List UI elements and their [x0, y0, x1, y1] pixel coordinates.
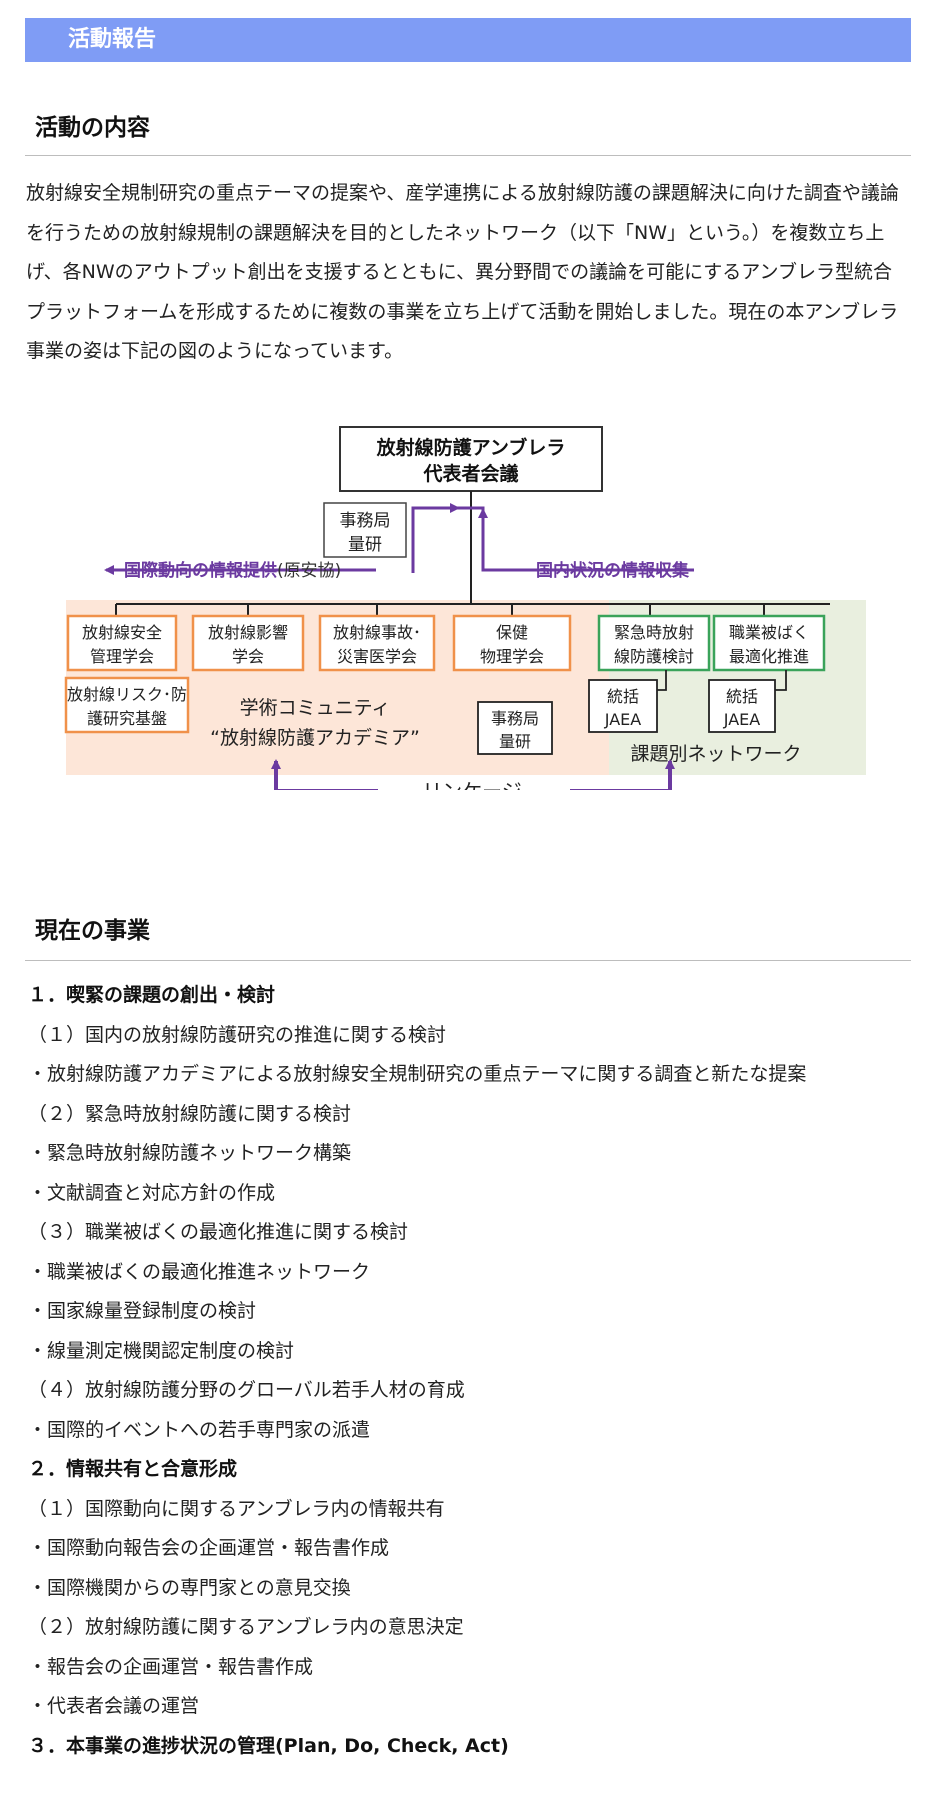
project-item: ・国際機関からの専門家との意見交換 [28, 1576, 351, 1599]
intro-paragraph: 放射線安全規制研究の重点テーマの提案や、産学連携による放射線防護の課題解決に向け… [26, 182, 899, 362]
project-item: （２）緊急時放射線防護に関する検討 [28, 1102, 352, 1125]
project-item: ・緊急時放射線防護ネットワーク構築 [28, 1142, 352, 1164]
jaea-box-1 [588, 679, 658, 733]
academy-label-line2: “放射線防護アカデミア” [210, 727, 420, 749]
svg-text:管理学会: 管理学会 [90, 647, 154, 666]
project-heading: ２．情報共有と合意形成 [28, 1458, 238, 1480]
jaea-box-2 [708, 679, 776, 733]
svg-text:放射線リスク･防: 放射線リスク･防 [67, 685, 187, 704]
project-item: ・放射線防護アカデミアによる放射線安全規制研究の重点テーマに関する調査と新たな提… [28, 1063, 807, 1085]
project-heading: ３．本事業の進捗状況の管理(Plan, Do, Check, Act) [28, 1734, 509, 1757]
project-item: （２）放射線防護に関するアンブレラ内の意思決定 [28, 1616, 464, 1638]
left-arrow-label: 国際動向の情報提供(原安協) [124, 560, 341, 581]
project-item: （１）国内の放射線防護研究の推進に関する検討 [28, 1023, 447, 1046]
umbrella-structure-diagram: 放射線防護アンブレラ 代表者会議 事務局 量研 国際動向の情報提供(原安協) 国… [64, 426, 866, 790]
project-list: １．喫緊の課題の創出・検討 （１）国内の放射線防護研究の推進に関する検討・放射線防… [28, 976, 908, 1766]
org-box-radiation-safety [66, 614, 178, 672]
svg-text:量研: 量研 [499, 732, 531, 751]
svg-text:緊急時放射: 緊急時放射 [614, 623, 694, 642]
org-box-disaster-medicine [318, 614, 436, 672]
project-item: ・文献調査と対応方針の作成 [28, 1181, 276, 1204]
left-info-arrow [411, 503, 460, 568]
svg-text:保健: 保健 [496, 623, 528, 642]
secretariat-top-box [323, 502, 407, 558]
svg-text:職業被ばく: 職業被ばく [729, 623, 809, 642]
svg-text:線防護検討: 線防護検討 [614, 647, 694, 666]
project-heading: １．喫緊の課題の創出・検討 [28, 984, 276, 1006]
secretariat-top-line2: 量研 [348, 535, 382, 555]
svg-text:物理学会: 物理学会 [480, 647, 544, 666]
org-box-health-physics [452, 614, 572, 672]
svg-text:統括: 統括 [726, 687, 758, 706]
svg-text:護研究基盤: 護研究基盤 [87, 709, 167, 728]
svg-text:学会: 学会 [232, 647, 264, 666]
linkage-arrow-left [271, 759, 378, 790]
right-arrow-label: 国内状況の情報収集 [536, 560, 690, 581]
svg-text:放射線影響: 放射線影響 [208, 623, 288, 642]
project-item: （３）職業被ばくの最適化推進に関する検討 [28, 1221, 409, 1243]
representative-council-line2: 代表者会議 [422, 462, 518, 485]
svg-text:最適化推進: 最適化推進 [729, 647, 809, 666]
network-box-emergency [597, 614, 711, 672]
project-item: ・線量測定機関認定制度の検討 [28, 1339, 295, 1362]
svg-text:JAEA: JAEA [723, 710, 760, 729]
secretariat-top-line1: 事務局 [340, 511, 391, 531]
representative-council-line1: 放射線防護アンブレラ [376, 436, 566, 459]
project-item: ・代表者会議の運営 [28, 1695, 200, 1717]
svg-text:放射線安全: 放射線安全 [82, 623, 162, 642]
project-item: ・国際動向報告会の企画運営・報告書作成 [28, 1537, 390, 1559]
academy-label-line1: 学術コミュニティ [240, 697, 391, 719]
network-box-occupational [712, 614, 826, 672]
section-divider-2 [25, 960, 911, 961]
section-title-current-projects: 現在の事業 [35, 918, 150, 944]
section-title-activity: 活動の内容 [35, 115, 150, 141]
svg-text:JAEA: JAEA [604, 710, 641, 729]
linkage-arrow-right [570, 759, 675, 790]
org-box-risk-research-base [64, 676, 190, 734]
org-box-radiation-effects [191, 614, 305, 672]
project-item: ・国家線量登録制度の検討 [28, 1300, 257, 1322]
project-item: ・国際的イベントへの若手専門家の派遣 [28, 1418, 371, 1441]
secretariat-academy-box [477, 701, 553, 755]
project-item: （１）国際動向に関するアンブレラ内の情報共有 [28, 1497, 445, 1520]
linkage-label: リンケージ [422, 779, 522, 790]
project-item: （４）放射線防護分野のグローバル若手人材の育成 [28, 1379, 465, 1401]
project-item: ・報告会の企画運営・報告書作成 [28, 1655, 314, 1678]
section-divider [25, 155, 911, 156]
svg-text:事務局: 事務局 [491, 709, 539, 728]
network-label: 課題別ネットワーク [630, 743, 801, 765]
svg-text:放射線事故･: 放射線事故･ [333, 623, 421, 642]
svg-text:統括: 統括 [607, 687, 639, 706]
project-item: ・職業被ばくの最適化推進ネットワーク [28, 1260, 371, 1283]
banner-title: 活動報告 [68, 27, 157, 52]
page-banner: 活動報告 [25, 18, 911, 62]
svg-text:災害医学会: 災害医学会 [337, 647, 417, 666]
